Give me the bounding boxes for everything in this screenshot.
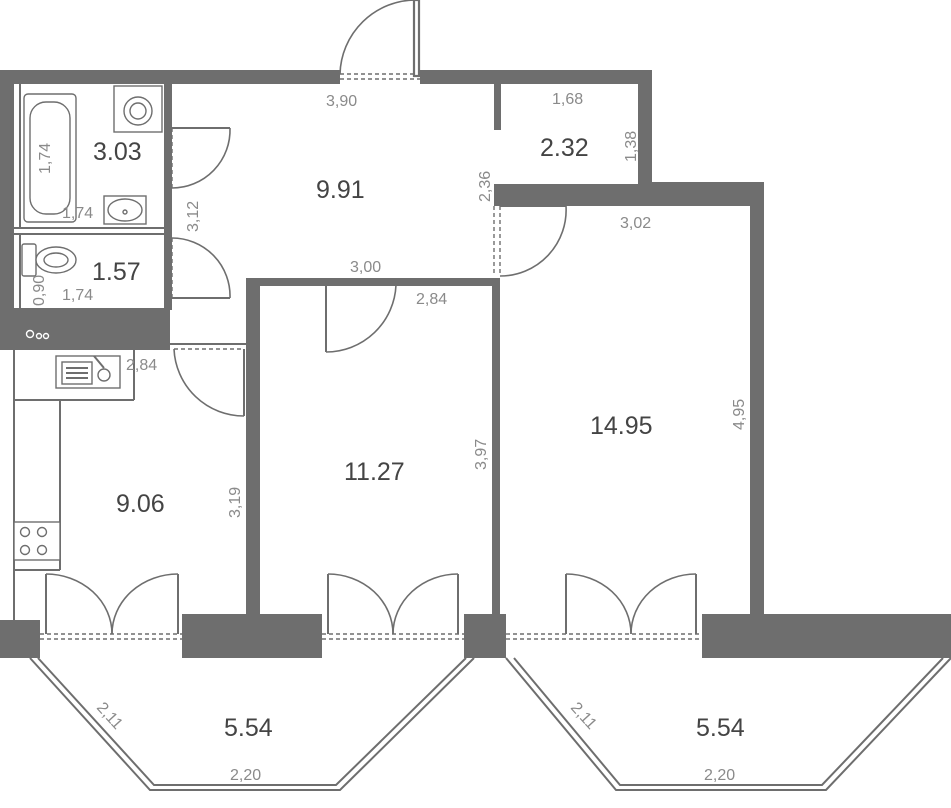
toilet-area: 1.57 xyxy=(92,258,141,286)
storage-right-wall xyxy=(638,70,652,200)
entrance-door xyxy=(339,0,421,80)
left-wall-upper xyxy=(0,70,14,350)
balcony-right-outline xyxy=(505,657,951,791)
storage-step-wall xyxy=(638,182,764,196)
bedroom-area: 11.27 xyxy=(344,458,405,486)
dim-toilet-v: 0,90 xyxy=(31,275,48,306)
kitchen-area: 9.06 xyxy=(116,490,165,518)
dim-living-v: 4,95 xyxy=(731,399,748,430)
sink-icon xyxy=(103,195,147,225)
balconies xyxy=(29,657,951,791)
living-area: 14.95 xyxy=(590,412,653,440)
facade-wall-3 xyxy=(702,614,951,658)
facade-wall-2 xyxy=(464,614,506,658)
dim-bath-v: 3,12 xyxy=(185,201,202,232)
bedroom-top-wall xyxy=(246,278,498,286)
interior-doors xyxy=(165,127,567,417)
hall-stub-wall xyxy=(494,84,501,130)
dim-storage-v: 1,38 xyxy=(623,131,640,162)
kitchen-sink-icon xyxy=(55,355,121,389)
toilet-icon xyxy=(21,243,77,277)
facade-wall-1 xyxy=(182,614,322,658)
dim-hall-right-v: 2,36 xyxy=(477,171,494,202)
storage-bottom-wall xyxy=(494,184,640,196)
washing-machine-icon xyxy=(113,85,163,133)
dim-balcony-right-bottom: 2,20 xyxy=(704,767,735,784)
balcony-left-outline xyxy=(29,657,475,791)
area-labels: 3.03 1.57 9.91 2.32 9.06 11.27 14.95 5.5… xyxy=(92,134,745,742)
hall-area: 9.91 xyxy=(316,176,365,204)
bedroom-right-wall xyxy=(492,278,500,618)
dim-bedroom-v: 3,97 xyxy=(473,439,490,470)
living-top-wall xyxy=(494,196,750,206)
balcony-right-area: 5.54 xyxy=(696,714,745,742)
cooktop-icon xyxy=(13,521,61,561)
dim-storage-h: 1,68 xyxy=(552,91,583,108)
utility-riser-icon xyxy=(25,329,50,340)
fixtures xyxy=(13,85,163,571)
dim-kitchen-top: 2,84 xyxy=(126,357,157,374)
dim-bath-tub-v: 1,74 xyxy=(37,143,54,174)
dim-kitchen-v: 3,19 xyxy=(227,487,244,518)
balcony-left-area: 5.54 xyxy=(224,714,273,742)
balcony-left-inner xyxy=(37,657,467,786)
dim-hall-bottom: 3,00 xyxy=(350,259,381,276)
bath-right-wall xyxy=(164,84,172,310)
dim-bedroom-top: 2,84 xyxy=(416,291,447,308)
bathroom-area: 3.03 xyxy=(93,138,142,166)
top-wall-right xyxy=(420,70,652,84)
dim-living-top: 3,02 xyxy=(620,215,651,232)
dim-balcony-left-side: 2,11 xyxy=(93,699,126,733)
dim-hall-top: 3,90 xyxy=(326,93,357,110)
bathtub-icon xyxy=(23,93,77,223)
storage-area: 2.32 xyxy=(540,134,589,162)
dim-bath-h: 1,74 xyxy=(62,205,93,222)
utility-block xyxy=(0,308,170,350)
balcony-doors xyxy=(40,573,702,640)
dim-balcony-left-bottom: 2,20 xyxy=(230,767,261,784)
top-wall-left xyxy=(0,70,340,84)
walls xyxy=(0,70,951,658)
kitchen-counter xyxy=(14,350,135,571)
balcony-right-inner xyxy=(513,657,944,786)
dim-toilet-h: 1,74 xyxy=(62,287,93,304)
bedroom-left-wall xyxy=(246,278,260,618)
right-wall xyxy=(750,182,764,618)
left-wall-lower xyxy=(0,620,40,658)
